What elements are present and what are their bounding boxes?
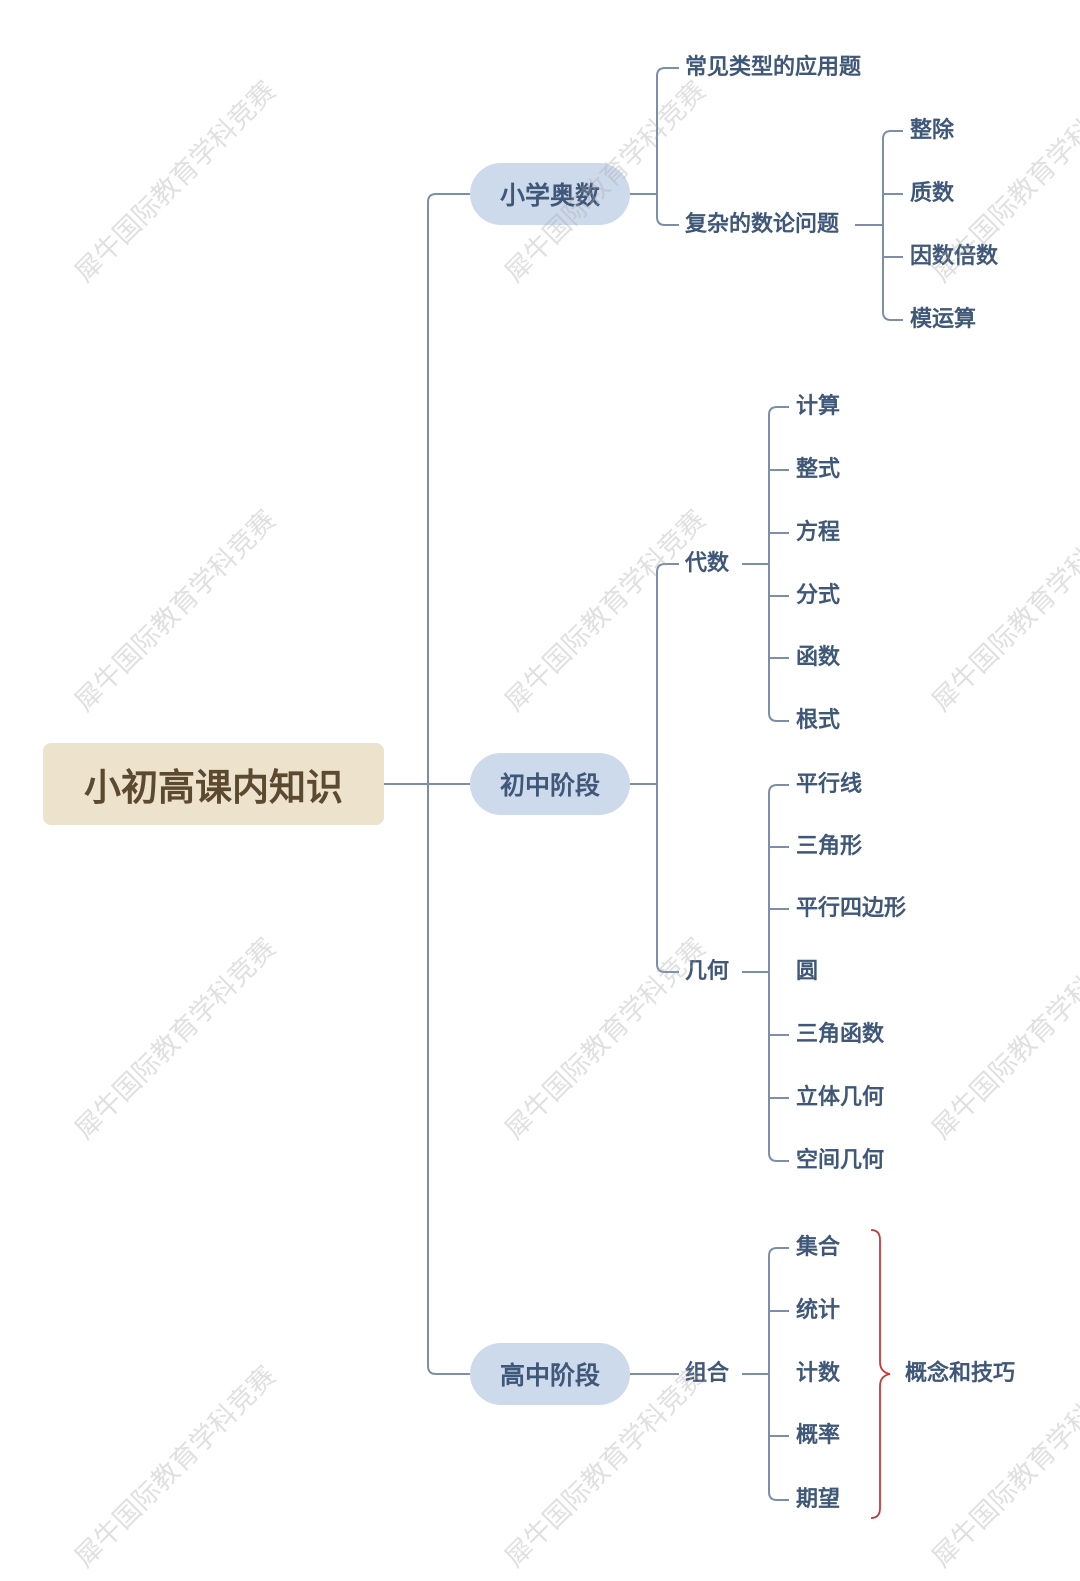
summary-brace — [870, 1229, 891, 1519]
topic-polynomials[interactable]: 整式 — [796, 457, 841, 482]
connector-geometry — [742, 784, 789, 1162]
topic-sets[interactable]: 集合 — [796, 1235, 841, 1260]
summary-concepts-techniques[interactable]: 概念和技巧 — [905, 1361, 1016, 1386]
connector-middle — [630, 563, 679, 973]
topic-functions[interactable]: 函数 — [796, 645, 841, 670]
connector-root-trunk — [427, 193, 470, 1375]
topic-circles[interactable]: 圆 — [796, 959, 819, 984]
topic-space-geometry[interactable]: 空间几何 — [796, 1148, 885, 1173]
topic-primary-olympiad[interactable]: 小学奥数 — [470, 163, 630, 225]
topic-middle-school[interactable]: 初中阶段 — [470, 753, 630, 815]
topic-statistics[interactable]: 统计 — [796, 1298, 841, 1323]
topic-parallel-lines[interactable]: 平行线 — [796, 772, 863, 797]
topic-probability[interactable]: 概率 — [796, 1423, 841, 1448]
topic-equations[interactable]: 方程 — [796, 520, 841, 545]
topic-parallelograms[interactable]: 平行四边形 — [796, 896, 907, 921]
topic-algebra[interactable]: 代数 — [685, 551, 730, 576]
topic-radicals[interactable]: 根式 — [796, 708, 841, 733]
topic-fractions[interactable]: 分式 — [796, 583, 841, 608]
topic-expectation[interactable]: 期望 — [796, 1487, 841, 1512]
topic-factors-multiples[interactable]: 因数倍数 — [910, 244, 999, 269]
topic-geometry[interactable]: 几何 — [685, 959, 730, 984]
connector-number-theory — [855, 130, 903, 321]
topic-calculation[interactable]: 计算 — [796, 394, 841, 419]
topic-solid-geometry[interactable]: 立体几何 — [796, 1085, 885, 1110]
connector-primary — [630, 67, 679, 226]
topic-number-theory[interactable]: 复杂的数论问题 — [685, 212, 840, 237]
root-topic[interactable]: 小初高课内知识 — [43, 743, 384, 825]
topic-modular-arithmetic[interactable]: 模运算 — [910, 307, 977, 332]
connector-algebra — [742, 406, 789, 722]
topic-high-school[interactable]: 高中阶段 — [470, 1343, 630, 1405]
topic-triangles[interactable]: 三角形 — [796, 834, 863, 859]
topic-word-problems[interactable]: 常见类型的应用题 — [685, 55, 862, 80]
topic-divisibility[interactable]: 整除 — [910, 118, 955, 143]
topic-combinatorics[interactable]: 组合 — [685, 1361, 730, 1386]
connector-combinatorics — [742, 1247, 789, 1501]
topic-counting[interactable]: 计数 — [796, 1361, 841, 1386]
topic-primes[interactable]: 质数 — [910, 181, 955, 206]
topic-trigonometry[interactable]: 三角函数 — [796, 1022, 885, 1047]
